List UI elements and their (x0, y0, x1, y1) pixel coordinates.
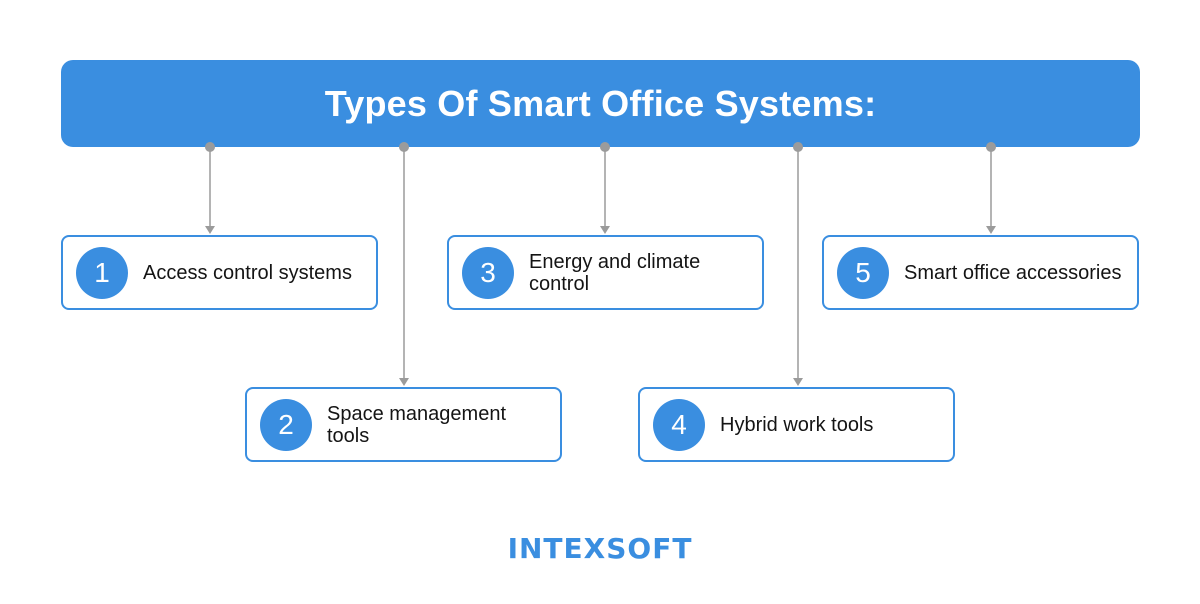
item-label: Access control systems (143, 261, 352, 284)
item-card-access-control: 1 Access control systems (61, 235, 378, 310)
page-title: Types Of Smart Office Systems: (324, 82, 877, 124)
item-label: Space management tools (327, 402, 507, 447)
item-number-badge: 5 (837, 246, 889, 299)
connector-1 (205, 142, 215, 234)
item-card-hybrid-work: 4 Hybrid work tools (638, 387, 955, 462)
connector-4 (793, 142, 803, 386)
item-label: Energy and climate control (529, 250, 701, 295)
item-number-badge: 3 (462, 246, 514, 299)
item-label: Hybrid work tools (720, 413, 874, 436)
brand-logo: INTEXSOFT (507, 532, 693, 565)
item-card-energy-climate: 3 Energy and climate control (447, 235, 764, 310)
item-number-badge: 2 (260, 398, 312, 451)
connector-2 (399, 142, 409, 386)
item-label: Smart office accessories (904, 261, 1122, 284)
item-card-smart-accessories: 5 Smart office accessories (822, 235, 1139, 310)
item-card-space-management: 2 Space management tools (245, 387, 562, 462)
item-number-badge: 4 (653, 398, 705, 451)
item-number-badge: 1 (76, 246, 128, 299)
connector-3 (600, 142, 610, 234)
header-banner: Types Of Smart Office Systems: (61, 60, 1140, 147)
connector-5 (986, 142, 996, 234)
